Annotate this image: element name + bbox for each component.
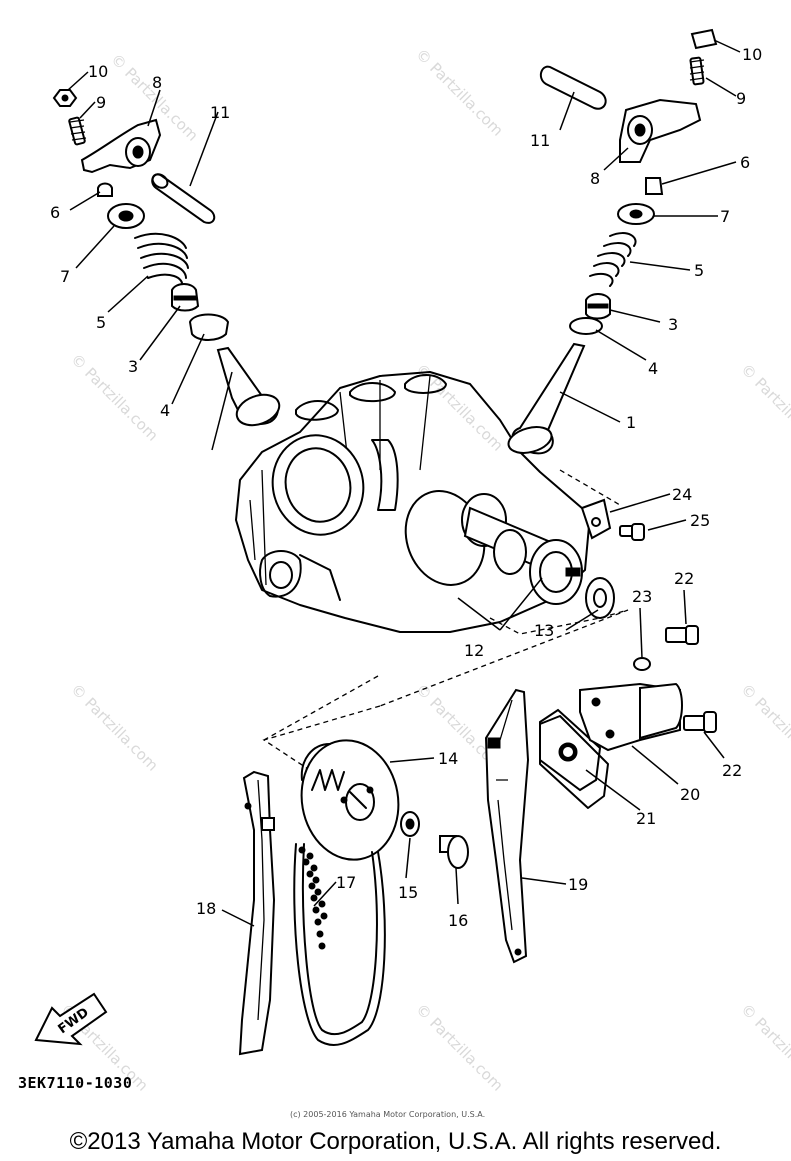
callout-7: 7 xyxy=(720,207,730,226)
watermark: © Partzilla.com xyxy=(737,1000,791,1095)
callout-25: 25 xyxy=(690,511,710,530)
callout-12: 12 xyxy=(464,641,484,660)
callout-6: 6 xyxy=(740,153,750,172)
intake-valve-group xyxy=(52,89,281,427)
callout-1: 1 xyxy=(626,413,636,432)
callout-8: 8 xyxy=(590,169,600,188)
callout-11: 11 xyxy=(530,131,550,150)
exhaust-valve-group xyxy=(507,28,718,455)
callout-21: 21 xyxy=(636,809,656,828)
timing-chain xyxy=(293,843,386,1046)
callout-18: 18 xyxy=(196,899,216,918)
callout-9: 9 xyxy=(96,93,106,112)
callout-3: 3 xyxy=(668,315,678,334)
callout-16: 16 xyxy=(448,911,468,930)
callout-15: 15 xyxy=(398,883,418,902)
callout-9: 9 xyxy=(736,89,746,108)
callout-10: 10 xyxy=(88,62,108,81)
callout-22: 22 xyxy=(722,761,742,780)
drawing-code: 3EK7110-1030 xyxy=(18,1074,133,1092)
tensioner-assembly xyxy=(539,625,717,792)
camshaft-assembly xyxy=(461,493,645,619)
chain-guide-18 xyxy=(238,770,276,1056)
copyright-notice: ©2013 Yamaha Motor Corporation, U.S.A. A… xyxy=(69,1128,722,1155)
callout-4: 4 xyxy=(160,401,170,420)
small-copyright: (c) 2005-2016 Yamaha Motor Corporation, … xyxy=(290,1110,486,1119)
callout-5: 5 xyxy=(694,261,704,280)
callout-10: 10 xyxy=(742,45,762,64)
callout-22: 22 xyxy=(674,569,694,588)
watermark: © Partzilla.com xyxy=(67,350,162,445)
callout-3: 3 xyxy=(128,357,138,376)
watermark: © Partzilla.com xyxy=(67,680,162,775)
leader-lines xyxy=(67,39,741,927)
watermark: © Partzilla.com xyxy=(412,1000,507,1095)
callout-20: 20 xyxy=(680,785,700,804)
callout-13: 13 xyxy=(534,621,554,640)
chain-guide-19 xyxy=(484,688,530,964)
callout-24: 24 xyxy=(672,485,692,504)
callout-19: 19 xyxy=(568,875,588,894)
callout-5: 5 xyxy=(96,313,106,332)
callout-6: 6 xyxy=(50,203,60,222)
callout-8: 8 xyxy=(152,73,162,92)
watermark: © Partzilla.com xyxy=(737,680,791,775)
callout-4: 4 xyxy=(648,359,658,378)
callout-17: 17 xyxy=(336,873,356,892)
callout-14: 14 xyxy=(438,749,458,768)
callout-7: 7 xyxy=(60,267,70,286)
callouts: 10 9 8 11 6 7 5 3 4 10 9 11 8 6 7 5 3 4 … xyxy=(50,45,762,930)
tensioner-gasket xyxy=(539,715,609,809)
callout-23: 23 xyxy=(632,587,652,606)
cam-sprocket xyxy=(300,739,469,869)
watermark: © Partzilla.com xyxy=(412,45,507,140)
callout-11: 11 xyxy=(210,103,230,122)
watermark: © Partzilla.com xyxy=(737,360,791,455)
